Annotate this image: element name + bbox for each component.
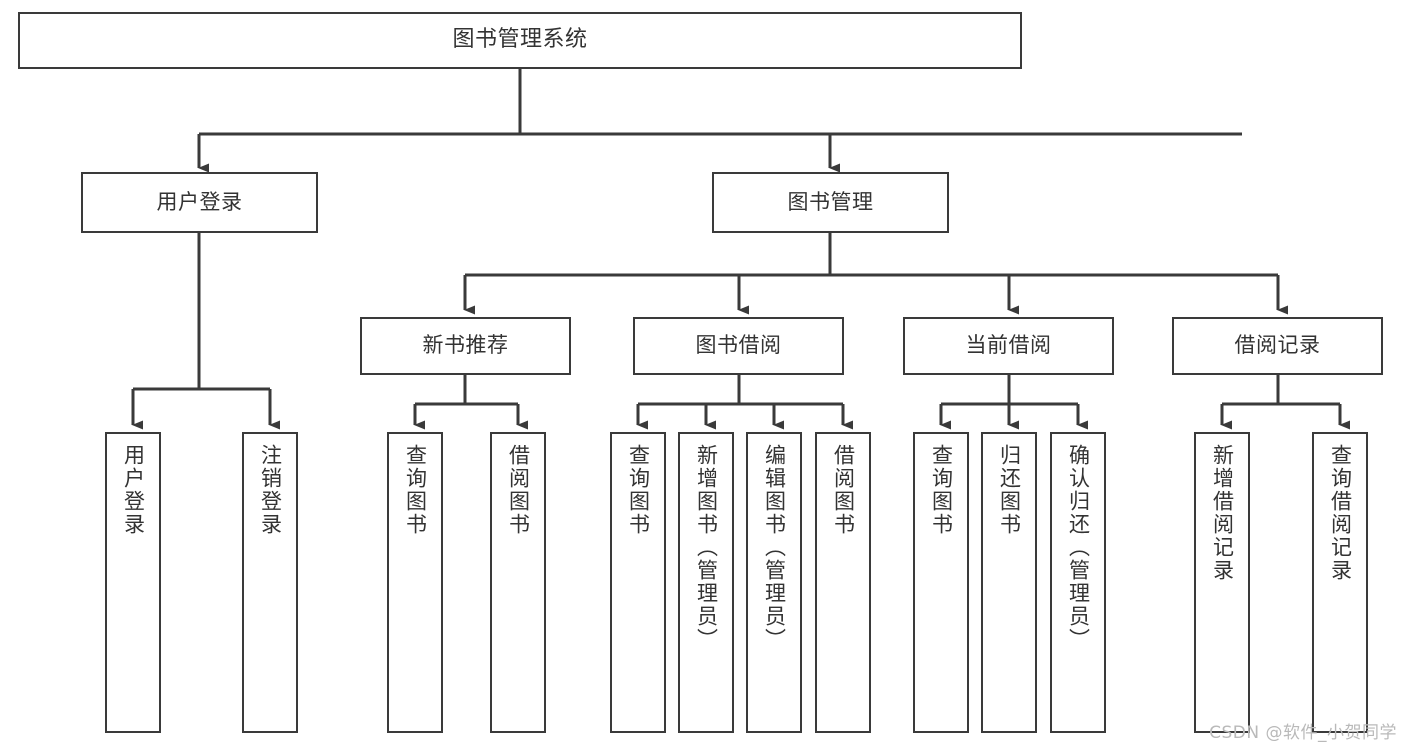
node-leaf-query-book-3[interactable]: 查询图书 [913,432,969,733]
node-current-borrow[interactable]: 当前借阅 [903,317,1114,375]
node-leaf-confirm-return[interactable]: 确认归还（管理员） [1050,432,1106,733]
node-leaf-query-book-2[interactable]: 查询图书 [610,432,666,733]
node-leaf-return-book[interactable]: 归还图书 [981,432,1037,733]
csdn-watermark: CSDN @软件_小贺同学 [1209,723,1397,743]
node-leaf-query-record[interactable]: 查询借阅记录 [1312,432,1368,733]
node-leaf-query-record-label: 查询借阅记录 [1328,444,1353,582]
node-new-book-recommend-label: 新书推荐 [422,333,509,358]
node-book-borrow[interactable]: 图书借阅 [633,317,844,375]
node-user-login[interactable]: 用户登录 [81,172,318,233]
node-book-manage[interactable]: 图书管理 [712,172,949,233]
node-leaf-user-login-label: 用户登录 [121,444,146,536]
node-current-borrow-label: 当前借阅 [965,333,1052,358]
node-root-system[interactable]: 图书管理系统 [18,12,1022,69]
node-leaf-add-book[interactable]: 新增图书（管理员） [678,432,734,733]
node-borrow-record-label: 借阅记录 [1234,333,1321,358]
node-book-manage-label: 图书管理 [787,189,874,214]
node-leaf-logout-label: 注销登录 [258,444,283,536]
node-leaf-return-book-label: 归还图书 [997,444,1022,536]
node-root-system-label: 图书管理系统 [452,27,588,53]
node-leaf-borrow-book-2-label: 借阅图书 [831,444,856,536]
node-leaf-borrow-book-1[interactable]: 借阅图书 [490,432,546,733]
node-leaf-query-book-1[interactable]: 查询图书 [387,432,443,733]
node-leaf-edit-book[interactable]: 编辑图书（管理员） [746,432,802,733]
node-leaf-user-login[interactable]: 用户登录 [105,432,161,733]
node-leaf-borrow-book-1-label: 借阅图书 [506,444,531,536]
node-leaf-logout[interactable]: 注销登录 [242,432,298,733]
node-borrow-record[interactable]: 借阅记录 [1172,317,1383,375]
node-leaf-add-book-label: 新增图书（管理员） [694,444,719,651]
node-leaf-edit-book-label: 编辑图书（管理员） [762,444,787,651]
node-leaf-confirm-return-label: 确认归还（管理员） [1066,444,1091,651]
node-leaf-borrow-book-2[interactable]: 借阅图书 [815,432,871,733]
node-leaf-query-book-2-label: 查询图书 [626,444,651,536]
node-leaf-add-record[interactable]: 新增借阅记录 [1194,432,1250,733]
node-new-book-recommend[interactable]: 新书推荐 [360,317,571,375]
node-leaf-query-book-3-label: 查询图书 [929,444,954,536]
node-book-borrow-label: 图书借阅 [695,333,782,358]
node-leaf-add-record-label: 新增借阅记录 [1210,444,1235,582]
node-user-login-label: 用户登录 [156,189,243,214]
node-leaf-query-book-1-label: 查询图书 [403,444,428,536]
